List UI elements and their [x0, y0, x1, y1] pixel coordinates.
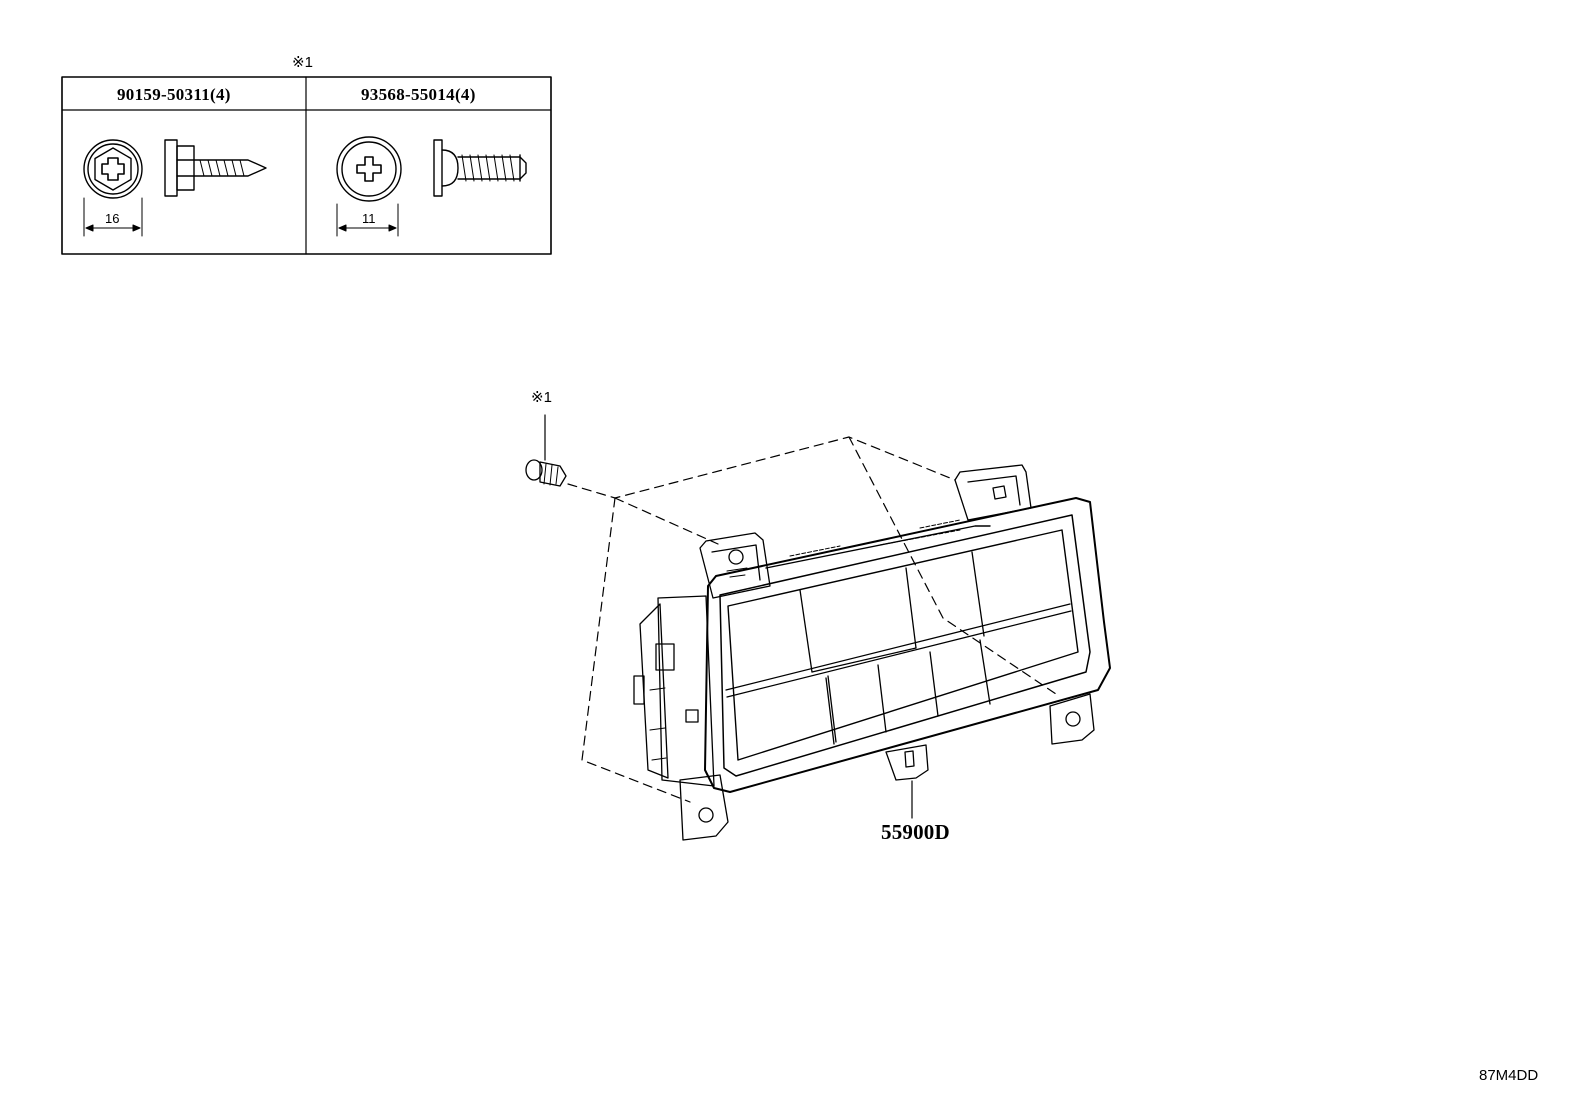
hex-flange-bolt-front-view — [83, 139, 143, 199]
dimension-16-indicator — [83, 197, 143, 237]
screw-reference-mark: ※1 — [531, 389, 552, 406]
left-upper-bracket — [699, 532, 771, 599]
dimension-11-indicator — [336, 203, 399, 237]
screw-callout — [525, 414, 567, 487]
panel-button-grid — [725, 551, 1072, 745]
bottom-center-tab — [885, 744, 929, 781]
upper-button-dividers — [799, 551, 985, 673]
mounting-dashed-lines — [567, 436, 1057, 803]
panel-top-edge — [765, 525, 991, 569]
screw-icon — [525, 459, 567, 487]
lower-button-dividers — [825, 639, 991, 745]
right-lower-bracket — [1049, 693, 1095, 745]
table-reference-mark: ※1 — [292, 54, 313, 71]
panel-outer-bezel — [704, 497, 1111, 793]
diagram-code: 87M4DD — [1479, 1067, 1539, 1084]
fastener-table — [61, 76, 552, 255]
assembly-part-number: 55900D — [881, 820, 950, 844]
panel-display-frame — [727, 529, 1079, 761]
panel-inner-bezel — [719, 514, 1091, 777]
button-row-lines — [811, 647, 917, 743]
climate-control-panel — [633, 464, 1111, 841]
panel-top-ridges — [789, 519, 961, 557]
column-1-part-number: 90159-50311(4) — [117, 85, 231, 104]
left-connector-block — [633, 595, 715, 787]
right-upper-bracket — [954, 464, 1032, 521]
column-2-dimension-value: 11 — [362, 211, 376, 226]
column-1-dimension-value: 16 — [105, 211, 120, 226]
pan-head-screw-side-view — [433, 139, 527, 197]
column-2-part-number: 93568-55014(4) — [361, 85, 476, 104]
panel-middle-rail — [725, 603, 1072, 698]
pan-head-screw-front-view — [336, 136, 402, 202]
hex-flange-bolt-side-view — [164, 139, 267, 197]
